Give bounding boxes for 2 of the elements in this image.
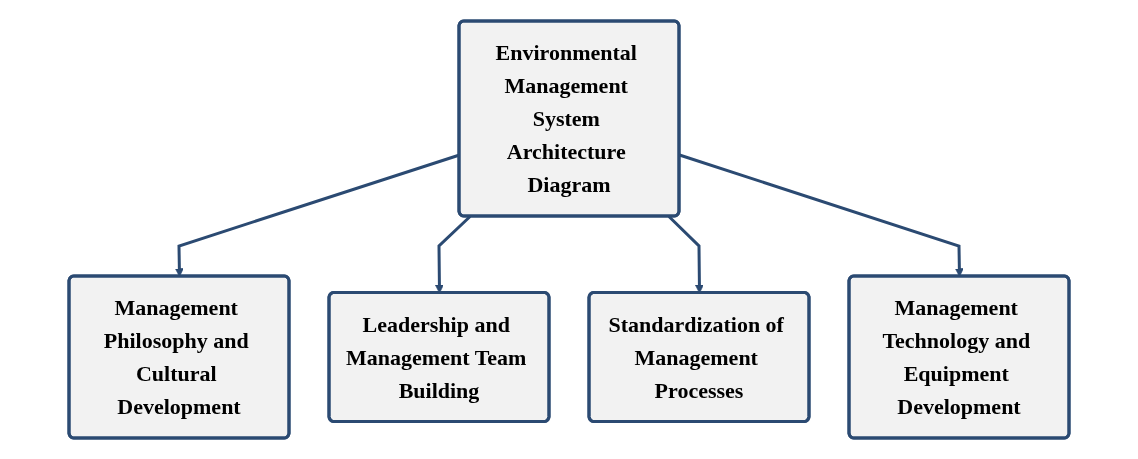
arrow <box>679 153 964 277</box>
arrow <box>174 153 460 277</box>
